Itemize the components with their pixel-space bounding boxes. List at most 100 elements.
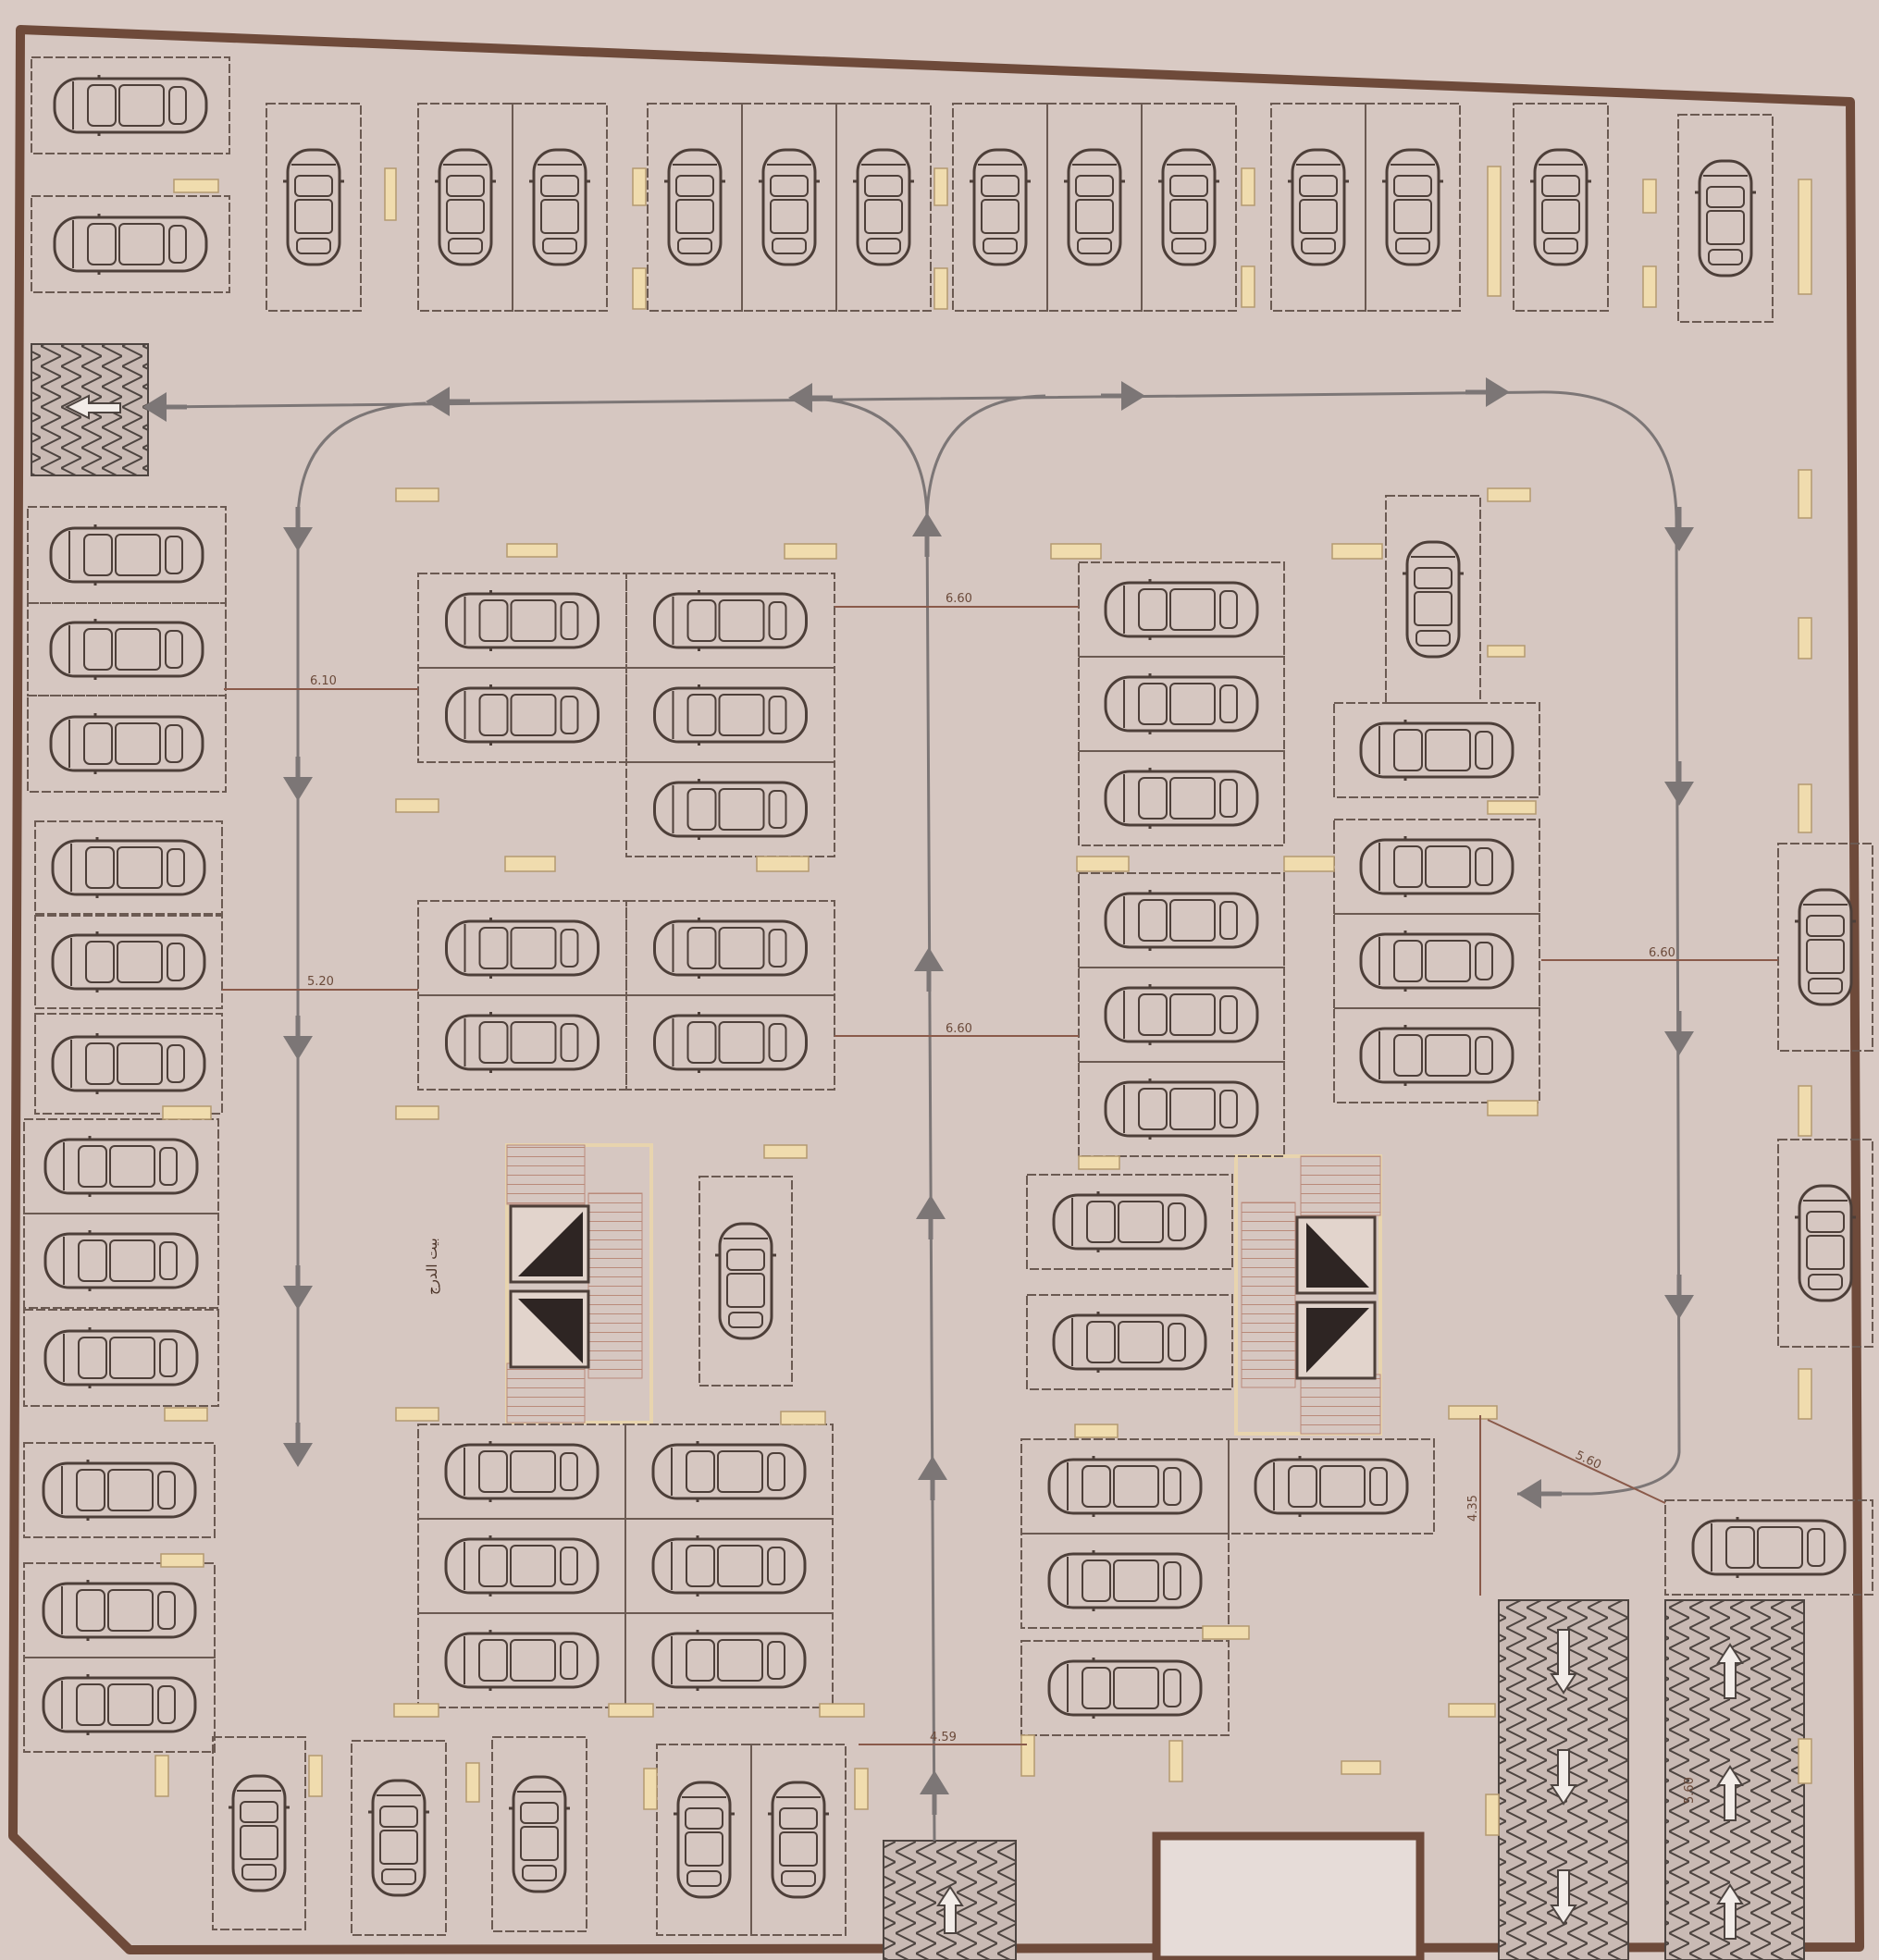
column xyxy=(1798,179,1812,295)
parking-stall xyxy=(512,103,608,312)
arrow-up-icon xyxy=(936,1885,964,1934)
dimension-label: 4.35 xyxy=(1466,1495,1480,1522)
column xyxy=(1341,1760,1381,1775)
dimension-label: 6.60 xyxy=(1649,946,1675,960)
column xyxy=(1487,166,1502,297)
parking-stall xyxy=(625,667,835,763)
column xyxy=(1798,617,1812,659)
column xyxy=(1331,543,1383,560)
dimension-label: 5.20 xyxy=(307,975,334,989)
parking-stall xyxy=(1777,843,1873,1052)
column xyxy=(465,1762,480,1803)
parking-stall xyxy=(1333,702,1540,798)
column xyxy=(1050,543,1102,560)
column xyxy=(1487,645,1526,658)
parking-stall xyxy=(1677,114,1774,323)
column xyxy=(933,167,948,206)
column xyxy=(756,856,810,872)
dimension-label: 6.60 xyxy=(946,592,972,606)
parking-stall xyxy=(1026,1174,1233,1270)
column xyxy=(1798,1738,1812,1784)
parking-stall xyxy=(212,1736,306,1930)
column xyxy=(1798,469,1812,519)
dimension-lines xyxy=(222,606,1778,1745)
column xyxy=(162,1105,212,1120)
column xyxy=(1241,167,1255,206)
column xyxy=(1485,1794,1500,1836)
parking-stall xyxy=(625,761,835,857)
parking-stall xyxy=(625,573,835,669)
parking-stall xyxy=(31,195,230,293)
parking-stall xyxy=(1078,750,1285,846)
column xyxy=(608,1703,654,1718)
parking-stall xyxy=(23,1562,216,1658)
column xyxy=(933,267,948,310)
dimension-label: 4.59 xyxy=(930,1731,957,1744)
ramp-down-right xyxy=(1498,1599,1629,1960)
parking-stalls xyxy=(23,56,1873,1936)
arrow-up-icon xyxy=(1716,1643,1744,1699)
column xyxy=(395,1407,439,1422)
parking-stall xyxy=(34,1013,223,1115)
exit-ramp-top-left xyxy=(31,343,149,476)
parking-stall xyxy=(1333,1007,1540,1103)
dimension-label: 6.10 xyxy=(310,674,337,688)
column xyxy=(1642,179,1657,214)
arrow-left-icon xyxy=(64,394,121,420)
stair-core-right xyxy=(1234,1154,1382,1436)
column xyxy=(1168,1740,1183,1782)
column xyxy=(1798,1368,1812,1420)
column xyxy=(1487,800,1537,815)
arrow-up-icon xyxy=(1716,1765,1744,1821)
dimension-label: 5.60 xyxy=(1683,1777,1697,1804)
dimension-label: 6.60 xyxy=(946,1022,972,1036)
column xyxy=(1798,1085,1812,1137)
column xyxy=(632,267,647,310)
column xyxy=(1487,487,1531,502)
column xyxy=(384,167,397,221)
parking-stall xyxy=(698,1176,793,1387)
column xyxy=(1078,1155,1120,1170)
parking-stall xyxy=(624,1612,834,1708)
arrow-down-icon xyxy=(1550,1629,1577,1695)
parking-stall xyxy=(1026,1294,1233,1390)
dimension-labels: 6.10 6.60 6.60 5.20 6.60 5.60 4.59 4.35 … xyxy=(307,592,1697,1804)
column xyxy=(1448,1405,1498,1420)
column xyxy=(780,1411,826,1425)
column xyxy=(395,1105,439,1120)
parking-stall xyxy=(1513,103,1609,312)
parking-stall xyxy=(1020,1533,1230,1629)
column xyxy=(1202,1625,1250,1640)
column xyxy=(155,1755,169,1797)
column xyxy=(819,1703,865,1718)
column xyxy=(763,1144,808,1159)
column xyxy=(1283,856,1335,872)
parking-stall xyxy=(625,994,835,1091)
column xyxy=(506,543,558,558)
column xyxy=(784,543,837,560)
service-room xyxy=(1152,1831,1425,1960)
column xyxy=(395,798,439,813)
column xyxy=(1448,1703,1496,1718)
column xyxy=(164,1407,208,1422)
parking-stall xyxy=(1664,1499,1873,1596)
column xyxy=(1487,1100,1539,1116)
arrow-down-icon xyxy=(1550,1749,1577,1806)
parking-stall xyxy=(1141,103,1237,312)
parking-stall xyxy=(31,56,230,154)
column xyxy=(395,487,439,502)
column xyxy=(1020,1734,1035,1777)
arrow-up-icon xyxy=(1716,1883,1744,1940)
room-label-stairwell: بيت الدرج xyxy=(424,1238,441,1295)
stair-core-left xyxy=(505,1143,653,1424)
parking-stall xyxy=(23,1442,216,1538)
parking-stall xyxy=(750,1744,847,1936)
parking-stall xyxy=(1228,1438,1435,1535)
column xyxy=(393,1703,439,1718)
structural-columns xyxy=(155,166,1812,1836)
parking-stall xyxy=(27,695,227,793)
column xyxy=(854,1768,869,1810)
parking-stall xyxy=(835,103,932,312)
arrow-down-icon xyxy=(1550,1869,1577,1926)
